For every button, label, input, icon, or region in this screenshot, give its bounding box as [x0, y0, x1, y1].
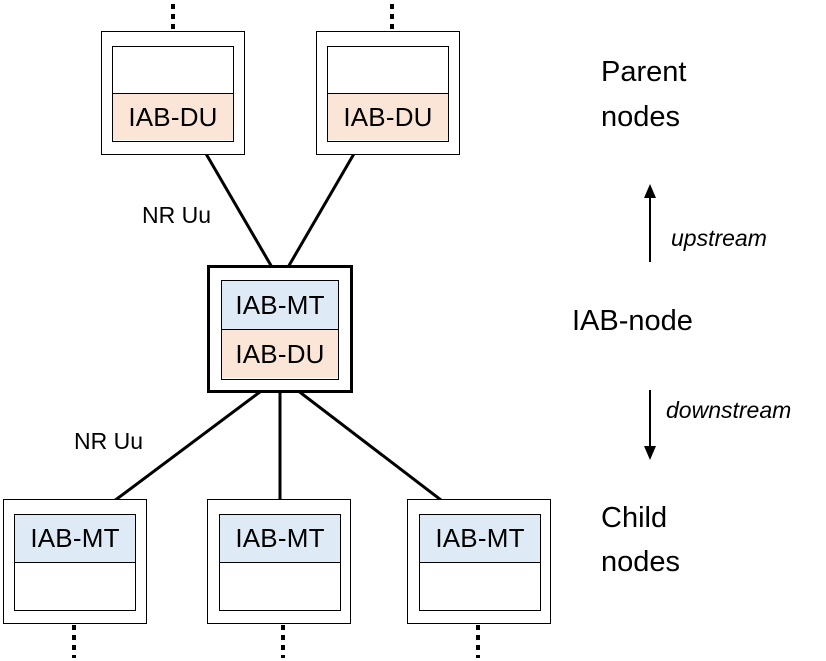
iab-node-label: IAB-node: [572, 305, 693, 337]
iab-node: IAB-MT IAB-DU: [207, 265, 353, 393]
child-right-mt: IAB-MT: [420, 515, 540, 563]
link-parent-left: [196, 139, 282, 282]
child-nodes-label-line2: nodes: [601, 546, 681, 578]
child-left-mt: IAB-MT: [15, 515, 135, 563]
upstream-arrowhead: [644, 184, 656, 198]
downstream-label: downstream: [666, 397, 792, 423]
upstream-label: upstream: [671, 225, 767, 251]
nr-uu-lower-label: NR Uu: [74, 428, 144, 454]
child-nodes-label-line1: Child: [601, 502, 668, 534]
child-node-left: IAB-MT: [3, 499, 147, 624]
parent-left-du: IAB-DU: [113, 93, 233, 140]
iab-node-du: IAB-DU: [222, 330, 338, 378]
link-child-right: [279, 375, 459, 515]
iab-node-mt: IAB-MT: [222, 281, 338, 330]
parent-right-du: IAB-DU: [328, 93, 448, 140]
parent-nodes-label-line1: Parent: [601, 56, 687, 88]
downstream-arrowhead: [644, 446, 656, 460]
child-node-middle: IAB-MT: [207, 499, 351, 624]
child-middle-mt: IAB-MT: [220, 515, 340, 563]
parent-node-right: IAB-DU: [316, 31, 460, 155]
nr-uu-upper-label: NR Uu: [142, 202, 212, 228]
parent-node-left: IAB-DU: [101, 31, 245, 155]
link-child-left: [97, 375, 281, 515]
link-parent-right: [278, 139, 364, 282]
parent-nodes-label-line2: nodes: [601, 101, 681, 133]
child-node-right: IAB-MT: [407, 499, 551, 624]
